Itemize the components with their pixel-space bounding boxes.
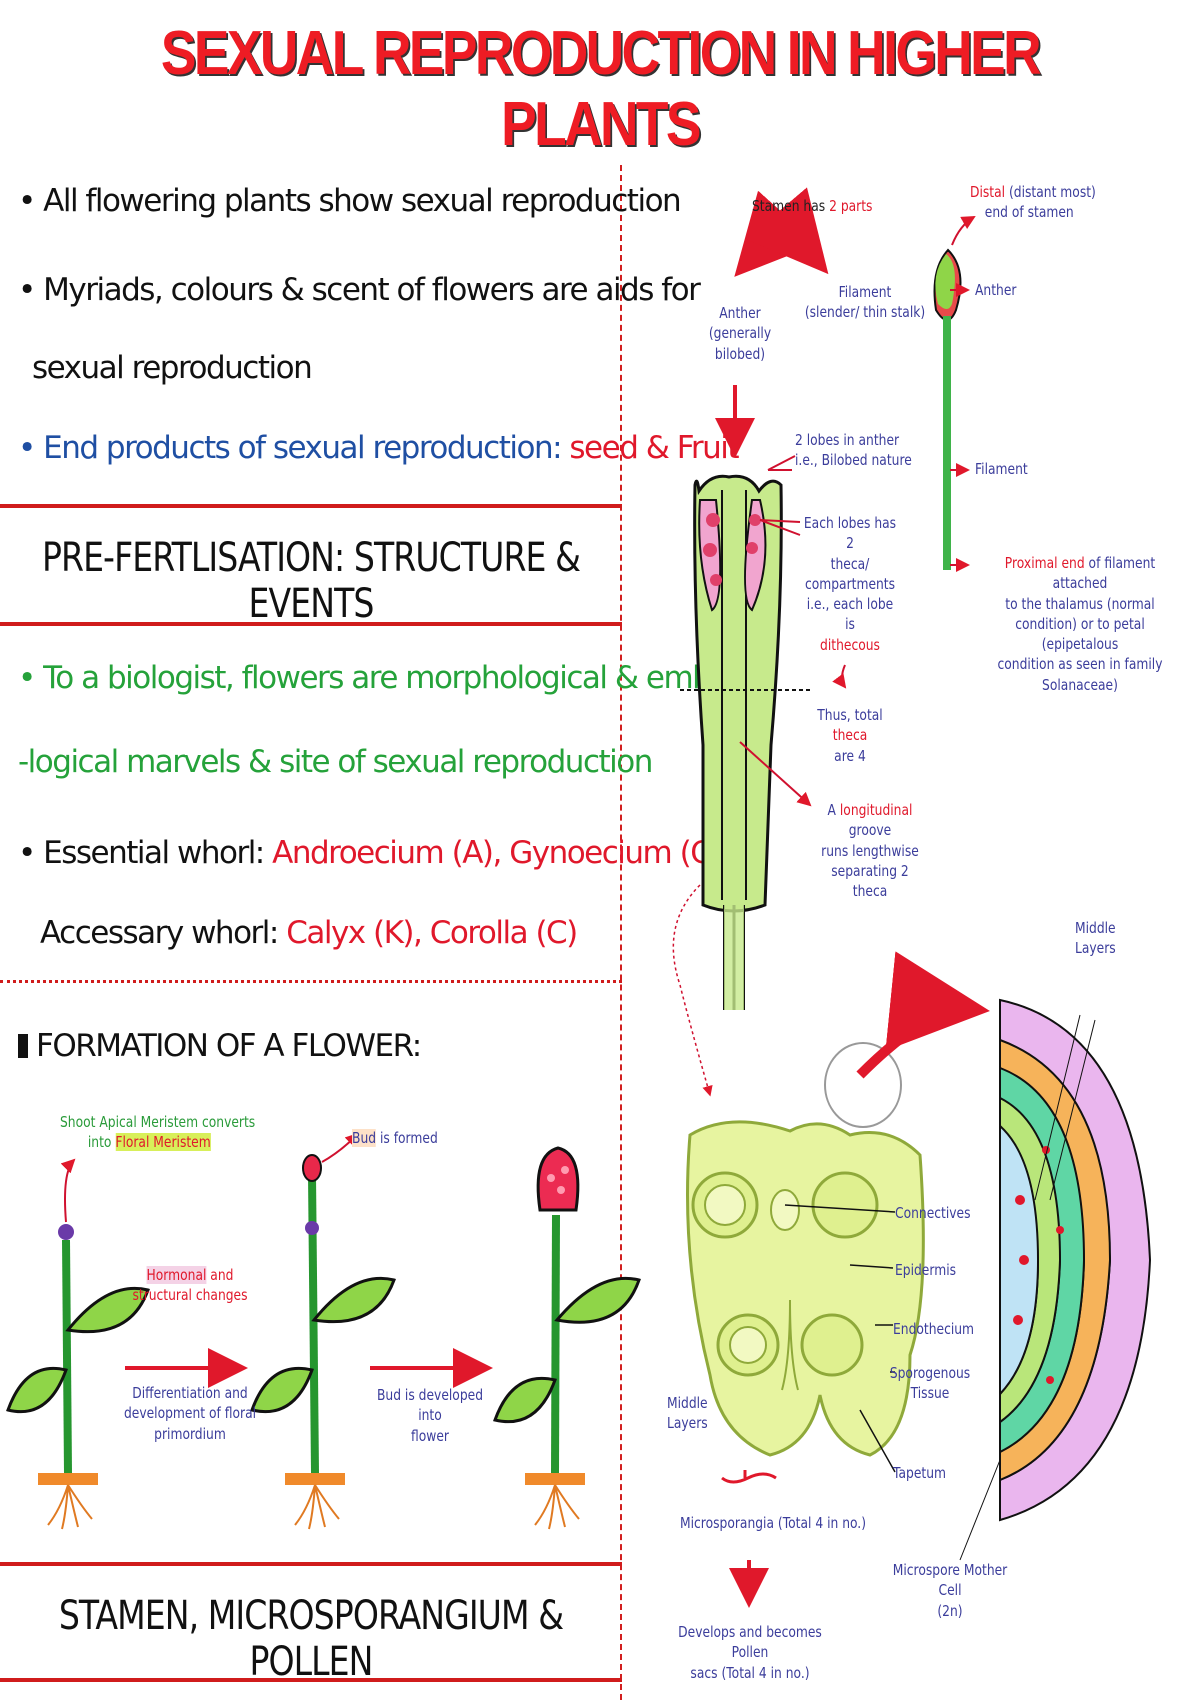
- microspore-mother-cell-label: Microspore Mother Cell (2n): [892, 1561, 1008, 1620]
- leaf-1b: [65, 1286, 150, 1334]
- microsporangium-wall: [959, 998, 1152, 1561]
- endothecium-label: Endothecium: [893, 1320, 975, 1338]
- intro-bullet-1: • All flowering plants show sexual repro…: [18, 183, 682, 219]
- accessory-whorl: Accessary whorl: Calyx (K), Corolla (C): [40, 915, 578, 951]
- anther-cross-section: [686, 951, 990, 1608]
- plant-stage-1: [6, 1158, 150, 1530]
- soil-1: [38, 1473, 98, 1485]
- anther-side-label: Anther: [975, 281, 1017, 299]
- bud-label: Bud is formed: [352, 1129, 438, 1147]
- essential-whorl: • Essential whorl: Androecium (A), Gynoe…: [18, 835, 725, 871]
- stamen-parts-label: Stamen has 2 parts: [752, 197, 873, 215]
- leaf-1a: [6, 1366, 68, 1414]
- epidermis-label: Epidermis: [895, 1261, 957, 1279]
- stamen-diagram: [672, 187, 976, 1097]
- pre-fertilisation-band: [0, 504, 622, 626]
- biologist-line-2: -logical marvels & site of sexual reprod…: [18, 744, 653, 780]
- page-title: SEXUAL REPRODUCTION IN HIGHER PLANTS: [160, 19, 1042, 159]
- sporogenous-label: Sporogenous Tissue: [889, 1364, 971, 1403]
- groove-label: A longitudinal groove runs lengthwise se…: [821, 801, 919, 900]
- formation-heading: FORMATION OF A FLOWER:: [18, 1028, 422, 1064]
- intro-bullet-2: • Myriads, colours & scent of flowers ar…: [18, 272, 701, 308]
- intro-bullet-2-cont: sexual reproduction: [32, 350, 313, 386]
- dithecous-label: Each lobes has 2 theca/ compartments i.e…: [803, 514, 897, 654]
- apical-meristem-icon: [58, 1224, 74, 1240]
- accessory-whorl-value: Calyx (K), Corolla (C): [286, 915, 578, 951]
- plant-stage-2: [250, 1132, 396, 1530]
- filament-side-label: Filament: [975, 460, 1028, 478]
- accessory-whorl-label: Accessary whorl:: [40, 915, 287, 951]
- end-products-value: seed & Fruit: [569, 430, 739, 466]
- anther-label: Anther (generally bilobed): [708, 304, 772, 363]
- essential-whorl-label: • Essential whorl:: [18, 835, 273, 871]
- dotted-rule: [0, 980, 622, 983]
- tapetum-label: Tapetum: [893, 1464, 946, 1482]
- bud-developed-label: Bud is developed into flower: [376, 1386, 484, 1445]
- roots-1: [47, 1484, 93, 1530]
- stamen-band: [0, 1562, 622, 1682]
- stem-1: [62, 1239, 72, 1474]
- middle-layers-left-label: Middle Layers: [667, 1394, 708, 1433]
- microsporangia-label: Microsporangia (Total 4 in no.): [680, 1514, 867, 1532]
- biologist-line-1: • To a biologist, flowers are morphologi…: [18, 660, 768, 696]
- plant-stage-3: [493, 1146, 641, 1530]
- intro-bullet-3: • End products of sexual reproduction: s…: [18, 430, 739, 466]
- connectives-label: Connectives: [895, 1204, 971, 1222]
- total-theca-label: Thus, total theca are 4: [817, 706, 883, 765]
- end-products-label: • End products of sexual reproduction:: [18, 430, 570, 466]
- proximal-label: Proximal end of filament attached to the…: [997, 554, 1163, 694]
- essential-whorl-value: Androecium (A), Gynoecium (G): [272, 835, 725, 871]
- bilobed-label: 2 lobes in anther i.e., Bilobed nature: [795, 431, 912, 470]
- distal-label: Distal (distant most) end of stamen: [970, 183, 1096, 222]
- column-divider: [620, 165, 622, 1700]
- stamen-heading: STAMEN, MICROSPORANGIUM & POLLEN: [58, 1593, 564, 1685]
- middle-layers-right-label: Middle Layers: [1075, 919, 1116, 958]
- sam-label: Shoot Apical Meristem converts into Flor…: [60, 1113, 256, 1152]
- heading-bullet-icon: [18, 1034, 28, 1058]
- pre-fertilisation-heading: PRE-FERTLISATION: STRUCTURE & EVENTS: [41, 535, 581, 627]
- pollen-sacs-label: Develops and becomes Pollen sacs (Total …: [678, 1623, 822, 1682]
- floral-meristem-label: Floral Meristem: [115, 1133, 211, 1152]
- filament-label: Filament (slender/ thin stalk): [804, 283, 926, 322]
- bud-icon: [302, 1154, 322, 1182]
- hormonal-label: Hormonal and structural changes: [132, 1266, 248, 1305]
- flower-icon: [536, 1146, 580, 1212]
- differentiation-label: Differentiation and development of flora…: [123, 1384, 257, 1443]
